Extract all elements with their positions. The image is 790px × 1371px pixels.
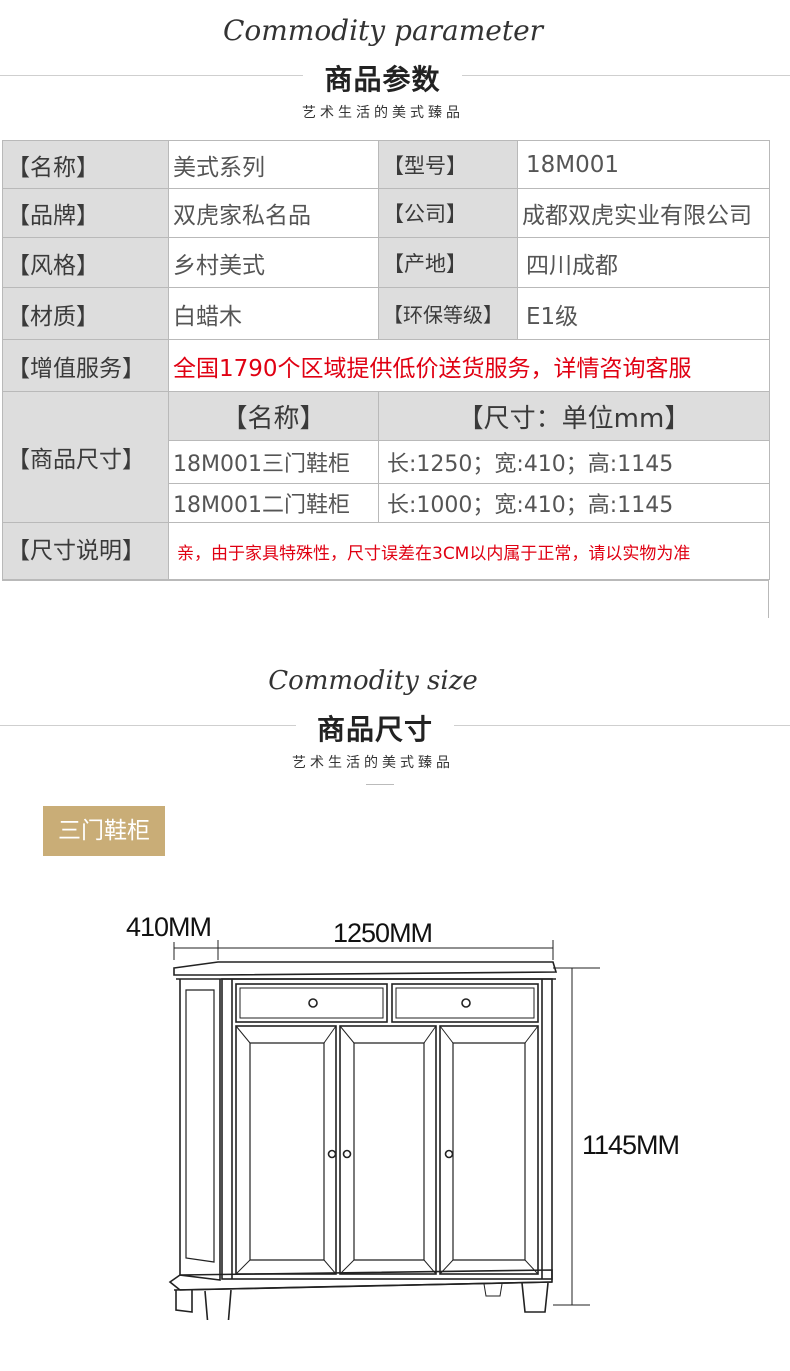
value-style: 乡村美式 [168, 237, 379, 288]
label-model: 【型号】 [378, 140, 518, 189]
section1-divider-right [462, 75, 790, 76]
label-eco-grade: 【环保等级】 [378, 287, 518, 340]
section1-title: 商品参数 [324, 63, 441, 96]
label-style: 【风格】 [2, 237, 169, 288]
value-size-note: 亲，由于家具特殊性，尺寸误差在3CM以内属于正常，请以实物为准 [168, 522, 770, 580]
section2-title: 商品尺寸 [316, 713, 433, 746]
size-col-name: 【名称】 [168, 391, 379, 441]
section1-script-title: Commodity parameter [222, 14, 544, 47]
table-row: 【增值服务】 全国1790个区域提供低价送货服务，详情咨询客服 [2, 339, 770, 392]
table-row: 【材质】 白蜡木 【环保等级】 E1级 [2, 287, 770, 340]
section2-divider-right [454, 725, 790, 726]
label-size-note: 【尺寸说明】 [2, 522, 169, 580]
height-label: 1145MM [582, 1130, 680, 1160]
label-brand: 【品牌】 [2, 188, 169, 238]
size-item-name: 18M001三门鞋柜 [168, 440, 379, 484]
table-row: 【名称】 美式系列 【型号】 18M001 [2, 140, 770, 189]
value-model: 18M001 [517, 140, 770, 189]
depth-label: 410MM [126, 912, 212, 942]
section2-subtitle: 艺术生活的美式臻品 [292, 755, 454, 771]
cabinet-drawing [168, 940, 600, 1320]
label-size: 【商品尺寸】 [2, 391, 169, 523]
table-row: 【商品尺寸】 【名称】 【尺寸：单位mm】 [2, 391, 770, 523]
table-bottom-line [2, 580, 769, 581]
size-item-dims: 长:1250；宽:410；高:1145 [378, 440, 770, 484]
section2-short-divider [366, 784, 394, 785]
value-brand: 双虎家私名品 [168, 188, 379, 238]
section2-script-title: Commodity size [268, 666, 478, 696]
table-row: 【品牌】 双虎家私名品 【公司】 成都双虎实业有限公司 [2, 188, 770, 238]
width-label: 1250MM [333, 918, 433, 948]
value-eco-grade: E1级 [517, 287, 770, 340]
table-right-edge [768, 580, 769, 618]
value-service: 全国1790个区域提供低价送货服务，详情咨询客服 [168, 339, 770, 392]
section1-subtitle: 艺术生活的美式臻品 [302, 105, 464, 121]
value-name: 美式系列 [168, 140, 379, 189]
label-material: 【材质】 [2, 287, 169, 340]
table-row: 【风格】 乡村美式 【产地】 四川成都 [2, 237, 770, 288]
table-row: 【尺寸说明】 亲，由于家具特殊性，尺寸误差在3CM以内属于正常，请以实物为准 [2, 522, 770, 580]
section1-divider-left [0, 75, 303, 76]
table-row: 18M001三门鞋柜 长:1250；宽:410；高:1145 [3, 440, 770, 484]
label-origin: 【产地】 [378, 237, 518, 288]
label-company: 【公司】 [378, 188, 518, 238]
parameter-table: 【名称】 美式系列 【型号】 18M001 【品牌】 双虎家私名品 【公司】 成… [2, 140, 770, 580]
size-item-name: 18M001二门鞋柜 [168, 483, 379, 523]
value-material: 白蜡木 [168, 287, 379, 340]
size-item-dims: 长:1000；宽:410；高:1145 [378, 483, 770, 523]
label-service: 【增值服务】 [2, 339, 169, 392]
size-col-size: 【尺寸：单位mm】 [378, 391, 770, 441]
section2-divider-left [0, 725, 296, 726]
label-name: 【名称】 [2, 140, 169, 189]
value-origin: 四川成都 [517, 237, 770, 288]
value-company: 成都双虎实业有限公司 [517, 188, 770, 238]
product-badge: 三门鞋柜 [43, 806, 165, 856]
